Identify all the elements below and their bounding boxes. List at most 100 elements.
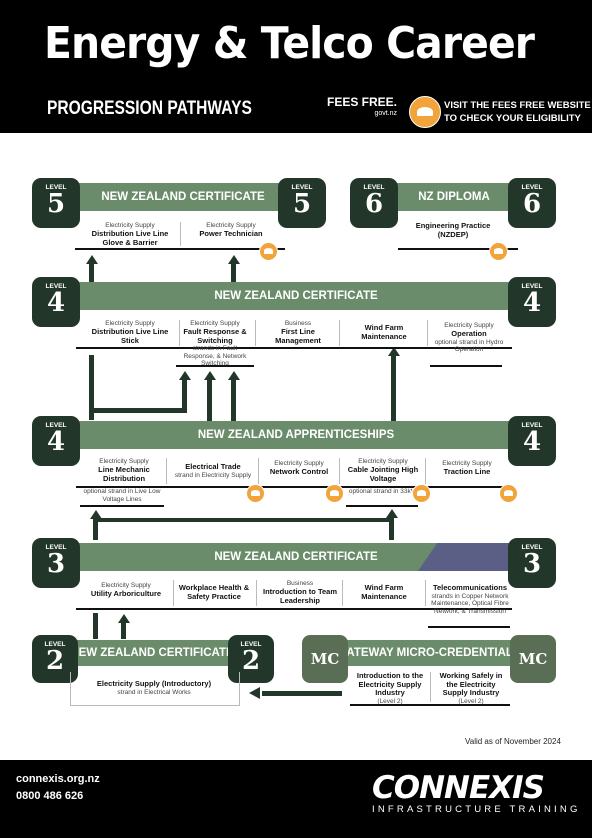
band-apprenticeships: NEW ZEALAND APPRENTICESHIPS <box>78 421 514 449</box>
band-level4-certificate: NEW ZEALAND CERTIFICATE <box>78 282 514 310</box>
pathway-arrow <box>89 408 187 413</box>
arrow-head <box>388 347 400 356</box>
arrow-head <box>249 687 260 699</box>
pathway-arrow <box>182 379 187 413</box>
connexis-logo-tagline: INFRASTRUCTURE TRAINING <box>372 804 581 815</box>
header <box>0 0 592 133</box>
arrow-head <box>228 255 240 264</box>
fees-free-hardhat-icon <box>412 484 431 503</box>
fees-free-hardhat-icon <box>246 484 265 503</box>
separator <box>180 222 181 246</box>
pathway-arrow <box>93 518 98 540</box>
pathway-arrow <box>389 517 394 540</box>
pathway-arrow <box>231 262 236 284</box>
arrow-head <box>204 371 216 380</box>
pathway-arrow <box>93 518 393 522</box>
row-divider <box>76 486 512 488</box>
page-subtitle: PROGRESSION PATHWAYS <box>47 98 252 119</box>
arrow-head <box>118 614 130 623</box>
separator <box>339 320 340 346</box>
fees-free-hardhat-icon <box>409 96 441 128</box>
pathway-arrow <box>121 622 126 639</box>
qualification[interactable]: Electricity Supply (Introductory)strand … <box>96 679 212 696</box>
arrow-head <box>386 509 398 518</box>
pathway-arrow <box>207 379 212 421</box>
qualification-note: optional strand in Live Low Voltage Line… <box>83 488 161 503</box>
separator <box>427 320 428 346</box>
row-divider <box>75 248 285 250</box>
qualification[interactable]: Engineering Practice (NZDEP) <box>415 221 491 239</box>
row-divider <box>76 347 512 349</box>
mc-badge: MC <box>302 635 348 683</box>
separator <box>339 458 340 484</box>
separator <box>425 458 426 484</box>
website-link[interactable]: connexis.org.nz <box>16 773 100 785</box>
connexis-logo: CONNEXIS <box>372 770 545 806</box>
qualification-note: optional strand in 33kV <box>348 488 416 495</box>
fees-free-hardhat-icon <box>259 242 278 261</box>
band-micro-credentials: GATEWAY MICRO-CREDENTIALS <box>337 640 521 666</box>
row-divider <box>176 365 254 367</box>
row-divider <box>76 608 512 610</box>
qualification-box <box>70 672 240 706</box>
qualification[interactable]: Workplace Health & Safety Practice <box>178 583 250 601</box>
footer <box>0 760 592 838</box>
row-divider <box>346 505 418 507</box>
separator <box>173 580 174 606</box>
qualification[interactable]: Working Safely in the Electricity Supply… <box>439 671 503 705</box>
separator <box>430 672 431 702</box>
pathway-arrow <box>89 355 94 420</box>
qualification[interactable]: Wind Farm Maintenance <box>361 323 407 341</box>
arrow-head <box>86 255 98 264</box>
pathway-arrow <box>391 355 396 421</box>
fees-free-logo[interactable]: FEES FREE.govt.nz <box>327 95 398 117</box>
footer-contact: connexis.org.nz 0800 486 626 <box>16 771 100 805</box>
pathway-arrow <box>93 613 98 639</box>
row-divider <box>398 248 518 250</box>
separator <box>258 458 259 484</box>
arrow-head <box>179 371 191 380</box>
mc-badge: MC <box>510 635 556 683</box>
pathway-arrow <box>262 691 342 696</box>
separator <box>425 580 426 606</box>
arrow-head <box>90 510 102 519</box>
separator <box>342 580 343 606</box>
fees-free-hardhat-icon <box>325 484 344 503</box>
row-divider <box>430 365 502 367</box>
fees-free-hardhat-icon <box>499 484 518 503</box>
band-level5-certificate: NEW ZEALAND CERTIFICATE <box>77 183 289 211</box>
band-accent <box>418 543 514 571</box>
row-divider <box>80 505 164 507</box>
qualification[interactable]: Introduction to the Electricity Supply I… <box>356 671 424 705</box>
pathway-arrow <box>231 379 236 421</box>
row-divider <box>350 704 510 706</box>
separator <box>179 320 180 346</box>
valid-date: Valid as of November 2024 <box>465 737 561 746</box>
qualification[interactable]: Wind Farm Maintenance <box>361 583 407 601</box>
phone-number[interactable]: 0800 486 626 <box>16 790 84 802</box>
